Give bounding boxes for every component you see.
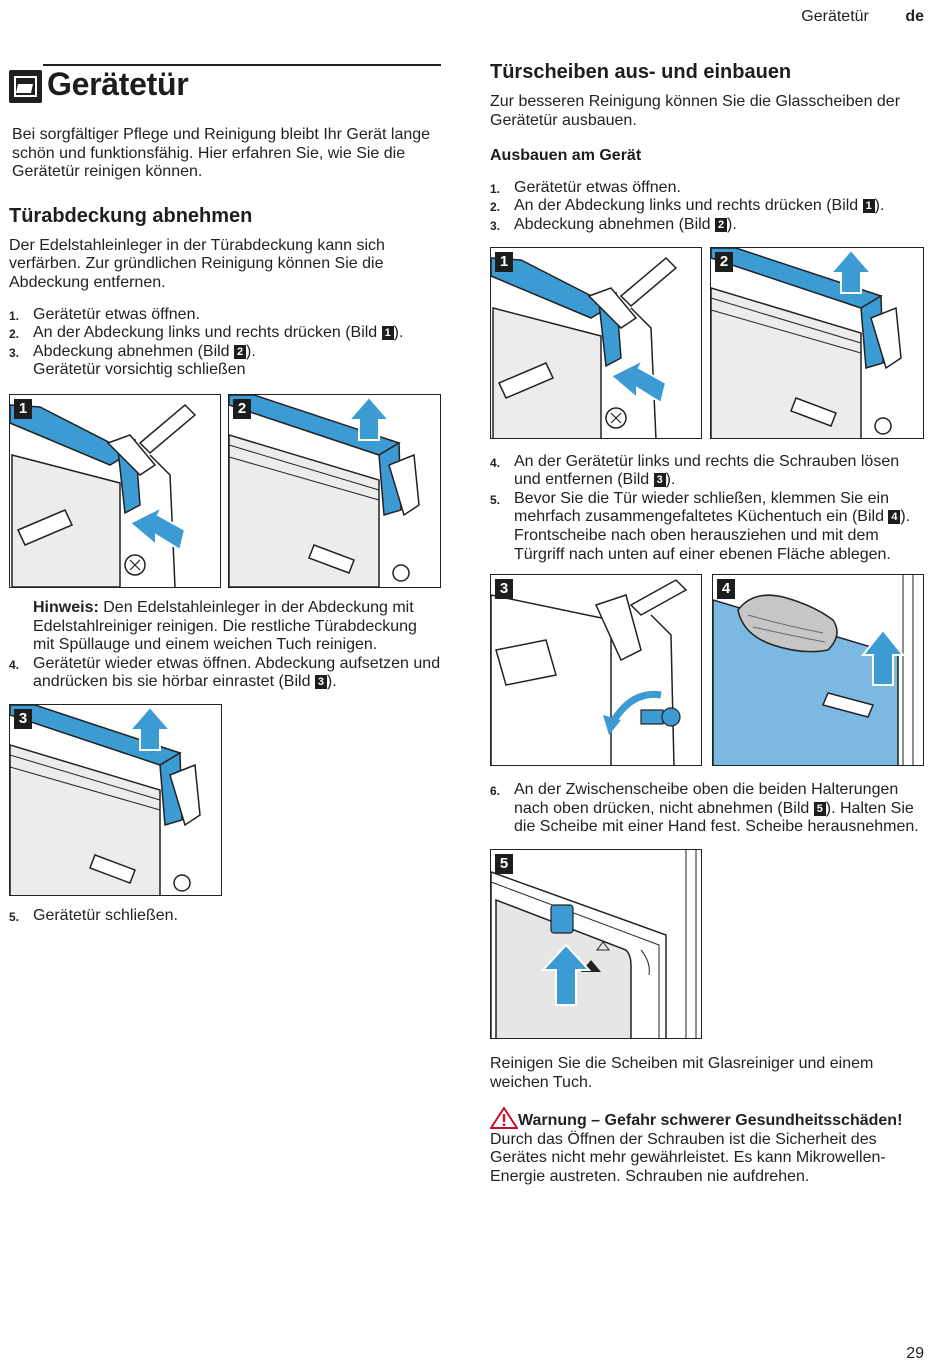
- step-item: 5. Bevor Sie die Tür wieder schließen, k…: [490, 489, 911, 563]
- header-section: Gerätetür: [801, 8, 869, 25]
- warning-triangle-icon: [489, 1106, 519, 1130]
- running-header: Gerätetür de: [801, 8, 924, 27]
- figure-3: 3: [9, 703, 222, 896]
- hint-note: Hinweis: Den Edelstahleinleger in der Ab…: [33, 598, 417, 654]
- left-column: Gerätetür Bei sorgfältiger Pflege und Re…: [9, 64, 441, 926]
- section-title-glass: Türscheiben aus- und einbauen: [490, 61, 792, 83]
- step-item: 3. Abdeckung abnehmen (Bild 2). Gerätetü…: [9, 342, 256, 379]
- figure-1: 1: [9, 393, 221, 588]
- step-item: 3. Abdeckung abnehmen (Bild 2).: [490, 215, 737, 233]
- glass-figure-1: 1: [490, 246, 702, 439]
- warning-box: Warnung – Gefahr schwerer Gesundheitssch…: [489, 1106, 930, 1186]
- warning-text: Durch das Öffnen der Schrauben ist die S…: [490, 1130, 886, 1185]
- glass-steps-a: 1. Gerätetür etwas öffnen. 2. An der Abd…: [490, 179, 930, 235]
- chapter-intro: Bei sorgfältiger Pflege und Reinigung bl…: [12, 126, 431, 181]
- glass-figure-5-drawing: [491, 849, 701, 1038]
- glass-figure-3-drawing: [491, 575, 702, 766]
- cover-figures-1-2: 1 2: [9, 393, 441, 590]
- section-intro-glass: Zur besseren Reinigung können Sie die Gl…: [490, 93, 901, 129]
- figure-ref: 2: [234, 344, 247, 359]
- figure-2: 2: [228, 393, 441, 588]
- glass-figure-4: 4: [712, 574, 924, 767]
- glass-figures-1-2: 1 2: [490, 246, 930, 441]
- glass-figure-5-wrap: 5: [490, 848, 930, 1041]
- cover-figure-3: 3: [9, 703, 441, 898]
- figure-2-drawing: [229, 394, 440, 587]
- section-title-cover: Türabdeckung abnehmen: [9, 204, 253, 227]
- chapter-title-row: Gerätetür: [9, 64, 441, 124]
- step-item: 6. An der Zwischenscheibe oben die beide…: [490, 781, 919, 836]
- door-icon: [9, 70, 42, 103]
- header-language: de: [905, 8, 924, 25]
- section-intro-cover: Der Edelstahleinleger in der Türabdeckun…: [9, 236, 385, 291]
- figure-ref: 3: [314, 675, 327, 690]
- glass-steps-b: 4. An der Gerätetür links und rechts die…: [490, 453, 930, 565]
- glass-figure-5: 5: [490, 848, 702, 1039]
- glass-figure-1-drawing: [491, 247, 701, 438]
- figure-ref: 2: [715, 217, 728, 232]
- step-item: 1. Gerätetür etwas öffnen.: [9, 305, 200, 323]
- step-item: 1. Gerätetür etwas öffnen.: [490, 178, 681, 196]
- figure-1-drawing: [10, 394, 220, 587]
- step-item: 4. An der Gerätetür links und rechts die…: [490, 452, 900, 489]
- step-item: 4. Gerätetür wieder etwas öffnen. Abdeck…: [9, 654, 441, 691]
- figure-ref: 4: [888, 510, 901, 525]
- figure-ref: 3: [653, 473, 666, 488]
- step-item: 5. Gerätetür schließen.: [9, 906, 178, 924]
- glass-figure-2: 2: [710, 246, 924, 439]
- glass-figure-3: 3: [490, 574, 702, 767]
- right-column: Türscheiben aus- und einbauen Zur besser…: [489, 60, 930, 1186]
- warning-title: Warnung – Gefahr schwerer Gesundheitssch…: [518, 1112, 903, 1130]
- cover-steps-a: 1. Gerätetür etwas öffnen. 2. An der Abd…: [9, 306, 441, 380]
- cleaning-note: Reinigen Sie die Scheiben mit Glasreinig…: [490, 1054, 874, 1091]
- step-item: 2. An der Abdeckung links und rechts drü…: [490, 197, 885, 215]
- chapter-title: Gerätetür: [47, 66, 189, 102]
- subsection-title: Ausbauen am Gerät: [490, 147, 642, 165]
- glass-figure-2-drawing: [711, 247, 923, 438]
- page-number: 29: [906, 1345, 924, 1362]
- figure-ref: 1: [381, 326, 394, 341]
- figure-ref: 5: [813, 801, 826, 816]
- figure-3-drawing: [10, 704, 221, 895]
- figure-ref: 1: [862, 199, 875, 214]
- step-item: 2. An der Abdeckung links und rechts drü…: [9, 324, 404, 342]
- glass-figures-3-4: 3 4: [490, 574, 930, 768]
- glass-figure-4-drawing: [713, 575, 923, 766]
